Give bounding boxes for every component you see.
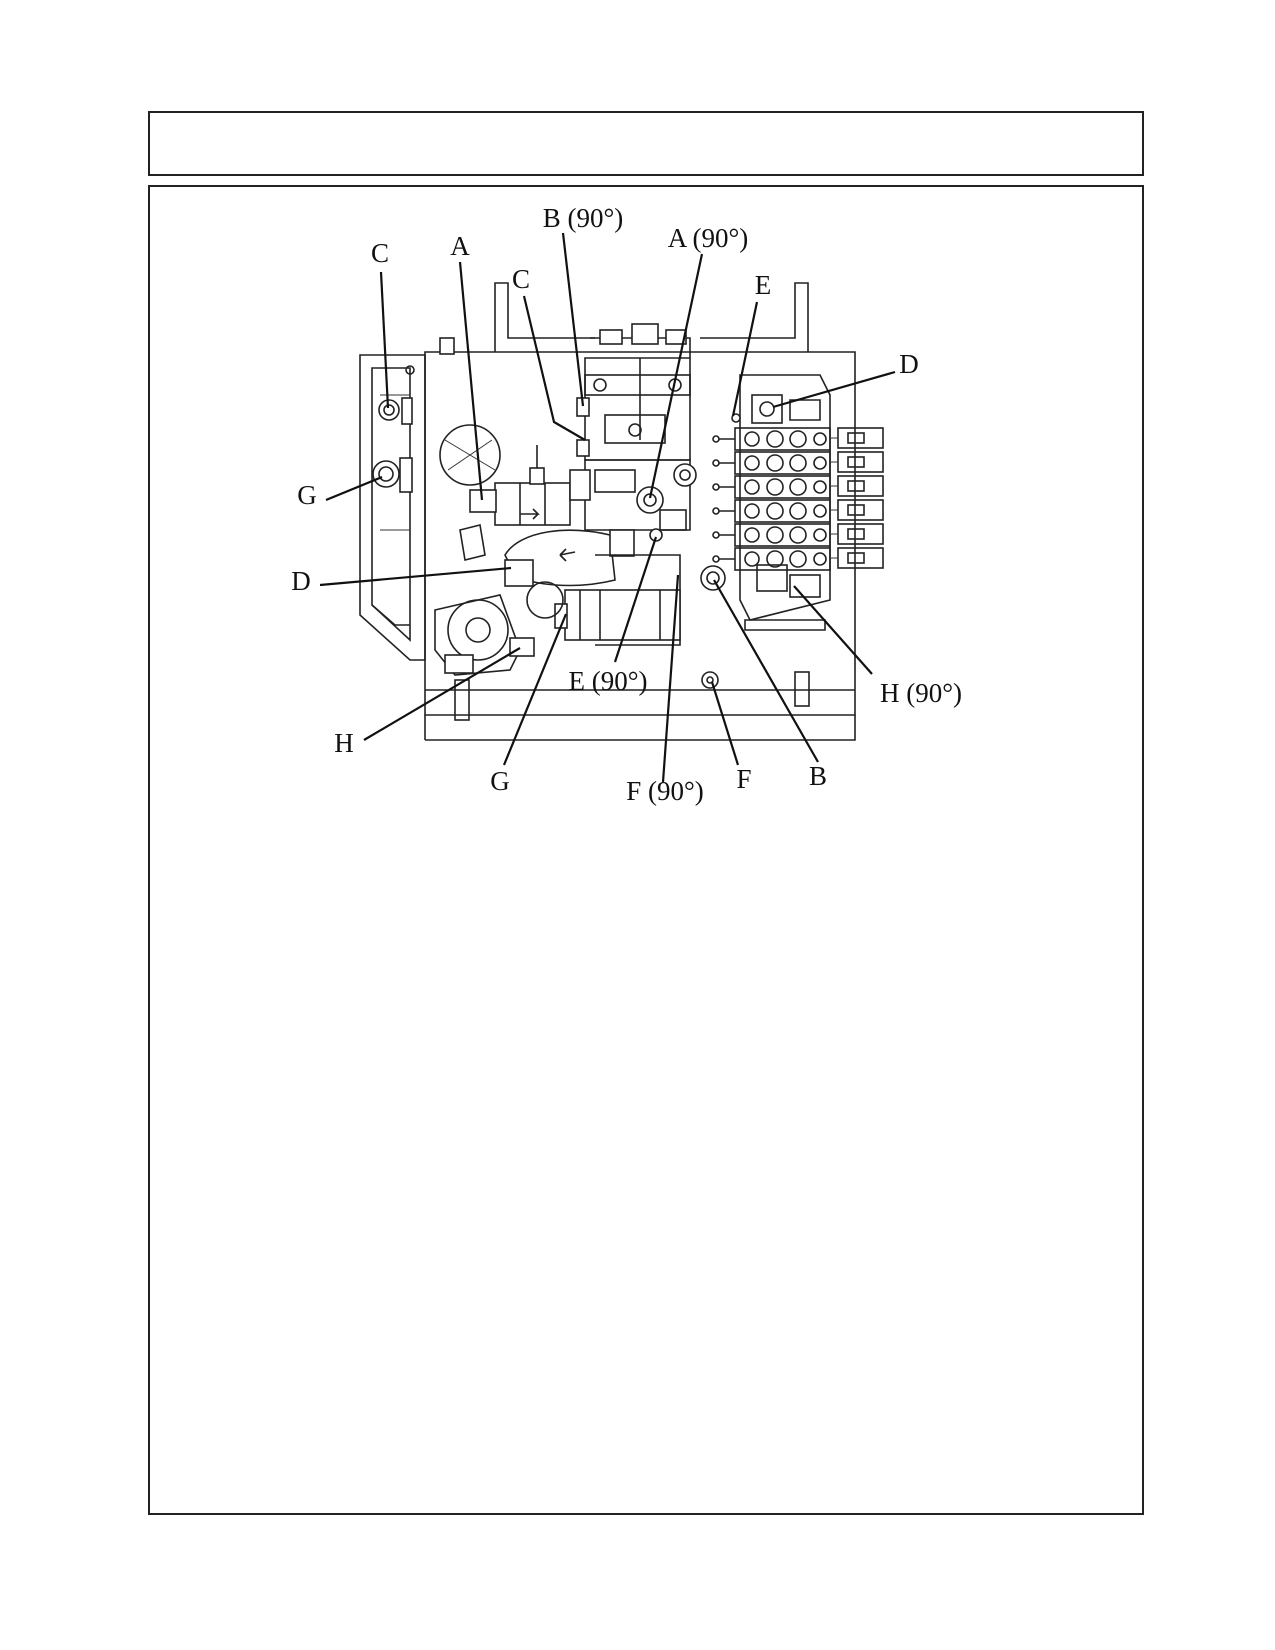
callout-f-bottom: F: [736, 764, 751, 794]
content-box: [148, 185, 1144, 1515]
callout-e: E: [755, 270, 772, 300]
callout-g-left: G: [297, 480, 317, 510]
callout-d-left: D: [291, 566, 311, 596]
callout-g-bottom: G: [490, 766, 510, 796]
callout-f-90: F (90°): [626, 776, 704, 806]
callout-labels: C A B (90°) C A (90°) E D G D E (90°) H …: [291, 203, 962, 806]
header-box: [148, 111, 1144, 176]
callout-h-bottom: H: [334, 728, 354, 758]
valve-sections: [712, 413, 884, 571]
callout-b-bottom: B: [809, 761, 827, 791]
callout-h-90: H (90°): [880, 678, 962, 708]
callout-b-90: B (90°): [543, 203, 624, 233]
callout-a-90: A (90°): [668, 223, 749, 253]
callout-e-90: E (90°): [568, 666, 647, 696]
leader-lines: [319, 232, 896, 783]
callout-a: A: [450, 231, 470, 261]
callout-d-right: D: [899, 349, 919, 379]
callout-c-left: C: [371, 238, 389, 268]
callout-c-mid: C: [512, 264, 530, 294]
